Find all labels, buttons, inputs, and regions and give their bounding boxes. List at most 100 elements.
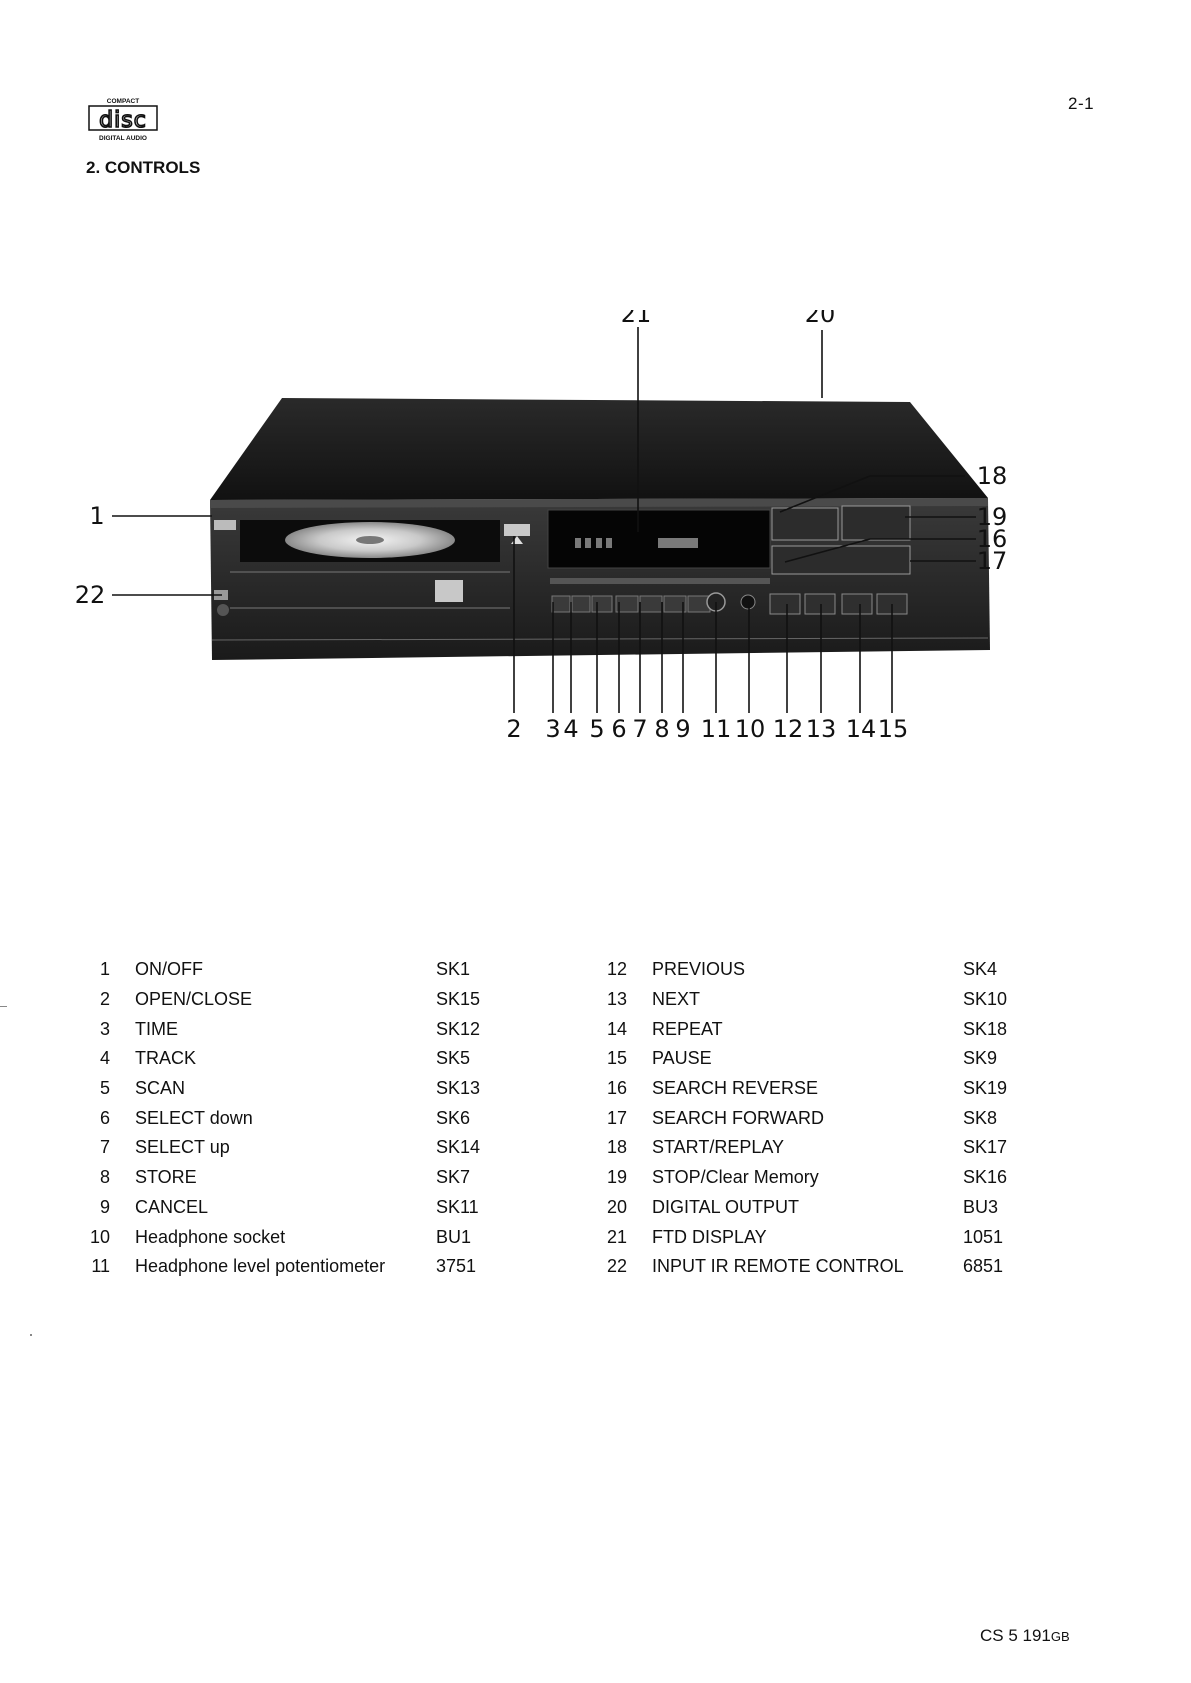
control-ref: 3751 [436, 1252, 597, 1282]
control-number: 16 [597, 1074, 627, 1104]
callout-5: 5 [589, 715, 604, 743]
table-row: 9 CANCEL SK11 20 DIGITAL OUTPUT BU3 [80, 1193, 1043, 1223]
cd-player-figure: 21 20 * 1 22 18 19 16 17 2 3 4 5 6 7 8 9… [70, 310, 1090, 810]
scan-mark [30, 1334, 32, 1336]
svg-text:COMPACT: COMPACT [107, 98, 139, 105]
control-number: 4 [80, 1044, 110, 1074]
control-number: 7 [80, 1133, 110, 1163]
control-ref: SK10 [963, 985, 1043, 1015]
control-ref: SK5 [436, 1044, 597, 1074]
document-code: CS 5 191GB [980, 1626, 1070, 1646]
callout-11: 11 [701, 715, 732, 743]
callout-20: 20 [805, 310, 836, 328]
control-number: 13 [597, 985, 627, 1015]
control-name: INPUT IR REMOTE CONTROL [627, 1252, 963, 1282]
control-number: 8 [80, 1163, 110, 1193]
control-ref: SK8 [963, 1103, 1043, 1133]
control-name: STORE [110, 1163, 436, 1193]
table-row: 7 SELECT up SK14 18 START/REPLAY SK17 [80, 1133, 1043, 1163]
table-row: 2 OPEN/CLOSE SK15 13 NEXT SK10 [80, 985, 1043, 1015]
control-name: TIME [110, 1014, 436, 1044]
callout-1: 1 [89, 502, 104, 530]
control-name: SELECT down [110, 1103, 436, 1133]
table-row: 8 STORE SK7 19 STOP/Clear Memory SK16 [80, 1163, 1043, 1193]
control-ref: SK14 [436, 1133, 597, 1163]
control-name: DIGITAL OUTPUT [627, 1193, 963, 1223]
control-ref: SK11 [436, 1193, 597, 1223]
control-ref: SK13 [436, 1074, 597, 1104]
callout-9: 9 [675, 715, 690, 743]
control-name: PREVIOUS [627, 955, 963, 985]
table-row: 4 TRACK SK5 15 PAUSE SK9 [80, 1044, 1043, 1074]
control-name: SEARCH FORWARD [627, 1103, 963, 1133]
callout-18: 18 [977, 462, 1008, 490]
control-name: Headphone level potentiometer [110, 1252, 436, 1282]
control-ref: SK12 [436, 1014, 597, 1044]
control-number: 17 [597, 1103, 627, 1133]
control-ref: BU1 [436, 1222, 597, 1252]
control-ref: SK6 [436, 1103, 597, 1133]
control-name: PAUSE [627, 1044, 963, 1074]
control-name: Headphone socket [110, 1222, 436, 1252]
control-ref: SK19 [963, 1074, 1043, 1104]
control-ref: SK1 [436, 955, 597, 985]
control-ref: SK18 [963, 1014, 1043, 1044]
control-number: 21 [597, 1222, 627, 1252]
control-name: TRACK [110, 1044, 436, 1074]
svg-text:DIGITAL AUDIO: DIGITAL AUDIO [99, 135, 147, 142]
callout-8: 8 [654, 715, 669, 743]
table-row: 3 TIME SK12 14 REPEAT SK18 [80, 1014, 1043, 1044]
callout-10: 10 [735, 715, 766, 743]
control-ref: SK17 [963, 1133, 1043, 1163]
control-number: 5 [80, 1074, 110, 1104]
control-number: 6 [80, 1103, 110, 1133]
callout-3: 3 [545, 715, 560, 743]
control-ref: SK16 [963, 1163, 1043, 1193]
document-code-suffix: GB [1051, 1629, 1070, 1644]
control-ref: SK15 [436, 985, 597, 1015]
callout-2: 2 [506, 715, 521, 743]
control-number: 15 [597, 1044, 627, 1074]
ir-sensor [217, 604, 229, 616]
control-name: SCAN [110, 1074, 436, 1104]
callout-13: 13 [806, 715, 837, 743]
control-number: 3 [80, 1014, 110, 1044]
table-row: 6 SELECT down SK6 17 SEARCH FORWARD SK8 [80, 1103, 1043, 1133]
control-number: 14 [597, 1014, 627, 1044]
control-number: 19 [597, 1163, 627, 1193]
control-name: ON/OFF [110, 955, 436, 985]
control-ref: BU3 [963, 1193, 1043, 1223]
callout-15: 15 [878, 715, 909, 743]
callout-4: 4 [563, 715, 578, 743]
control-name: STOP/Clear Memory [627, 1163, 963, 1193]
control-ref: SK9 [963, 1044, 1043, 1074]
control-number: 11 [80, 1252, 110, 1282]
control-name: SEARCH REVERSE [627, 1074, 963, 1104]
control-name: NEXT [627, 985, 963, 1015]
control-number: 1 [80, 955, 110, 985]
power-switch [214, 520, 236, 530]
control-ref: SK4 [963, 955, 1043, 985]
control-name: SELECT up [110, 1133, 436, 1163]
section-title: 2. CONTROLS [86, 158, 200, 178]
control-number: 2 [80, 985, 110, 1015]
control-name: FTD DISPLAY [627, 1222, 963, 1252]
document-code-main: CS 5 191 [980, 1626, 1051, 1645]
table-row: 1 ON/OFF SK1 12 PREVIOUS SK4 [80, 955, 1043, 985]
control-name: CANCEL [110, 1193, 436, 1223]
scan-mark [0, 1006, 7, 1007]
control-number: 12 [597, 955, 627, 985]
compact-disc-logo: COMPACT disc DIGITAL AUDIO [86, 96, 160, 142]
table-row: 10 Headphone socket BU1 21 FTD DISPLAY 1… [80, 1222, 1043, 1252]
callout-6: 6 [611, 715, 626, 743]
cd-mark-icon [435, 580, 463, 602]
callout-12: 12 [773, 715, 804, 743]
eject-button [504, 524, 530, 536]
callout-7: 7 [632, 715, 647, 743]
control-number: 22 [597, 1252, 627, 1282]
cd-player-photo [210, 398, 990, 660]
table-row: 11 Headphone level potentiometer 3751 22… [80, 1252, 1043, 1282]
callout-22: 22 [75, 581, 106, 609]
controls-table: 1 ON/OFF SK1 12 PREVIOUS SK4 2 OPEN/CLOS… [80, 955, 1043, 1282]
control-number: 20 [597, 1193, 627, 1223]
